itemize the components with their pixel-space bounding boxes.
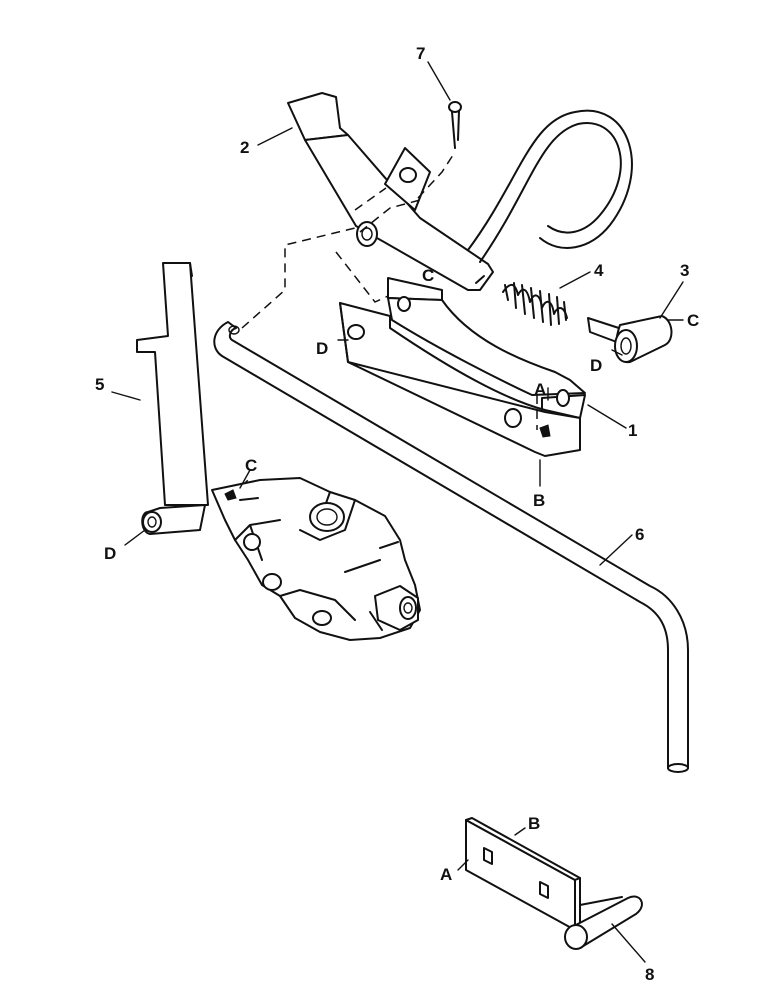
callout-labels: 2 7 4 3 1 5 6 8 C D A B C D C D B A <box>95 44 699 984</box>
callout-4: 4 <box>594 261 604 280</box>
callout-6: 6 <box>635 525 644 544</box>
ref-d-plate: D <box>104 544 116 563</box>
lower-bracket-part-8 <box>465 817 643 950</box>
hydraulic-valve <box>211 477 421 641</box>
callout-5: 5 <box>95 375 104 394</box>
leader-lines <box>111 61 684 963</box>
callout-2: 2 <box>240 138 249 157</box>
coil-spring-part-4 <box>502 282 568 326</box>
loop-spring-hook <box>467 109 633 263</box>
assembly-dashed-lines <box>211 151 538 491</box>
pedal-lever-part-2 <box>287 92 494 291</box>
cotter-pin-part-7 <box>448 101 462 149</box>
ref-d-pin: D <box>590 356 602 375</box>
callout-7: 7 <box>416 44 425 63</box>
callout-1: 1 <box>628 421 637 440</box>
ref-c-valve: C <box>245 456 257 475</box>
callout-3: 3 <box>680 261 689 280</box>
bracket-part-1 <box>339 277 586 457</box>
ref-b-bracket: B <box>533 491 545 510</box>
ref-c-bracket: C <box>422 266 434 285</box>
ref-c-pin: C <box>687 311 699 330</box>
ref-a-lower: A <box>440 865 452 884</box>
callout-8: 8 <box>645 965 654 984</box>
ref-b-lower: B <box>528 814 540 833</box>
ref-a-bracket: A <box>534 380 546 399</box>
ref-d-bracket: D <box>316 339 328 358</box>
guide-plate-part-5 <box>136 262 209 535</box>
control-rod-part-6 <box>213 321 689 773</box>
